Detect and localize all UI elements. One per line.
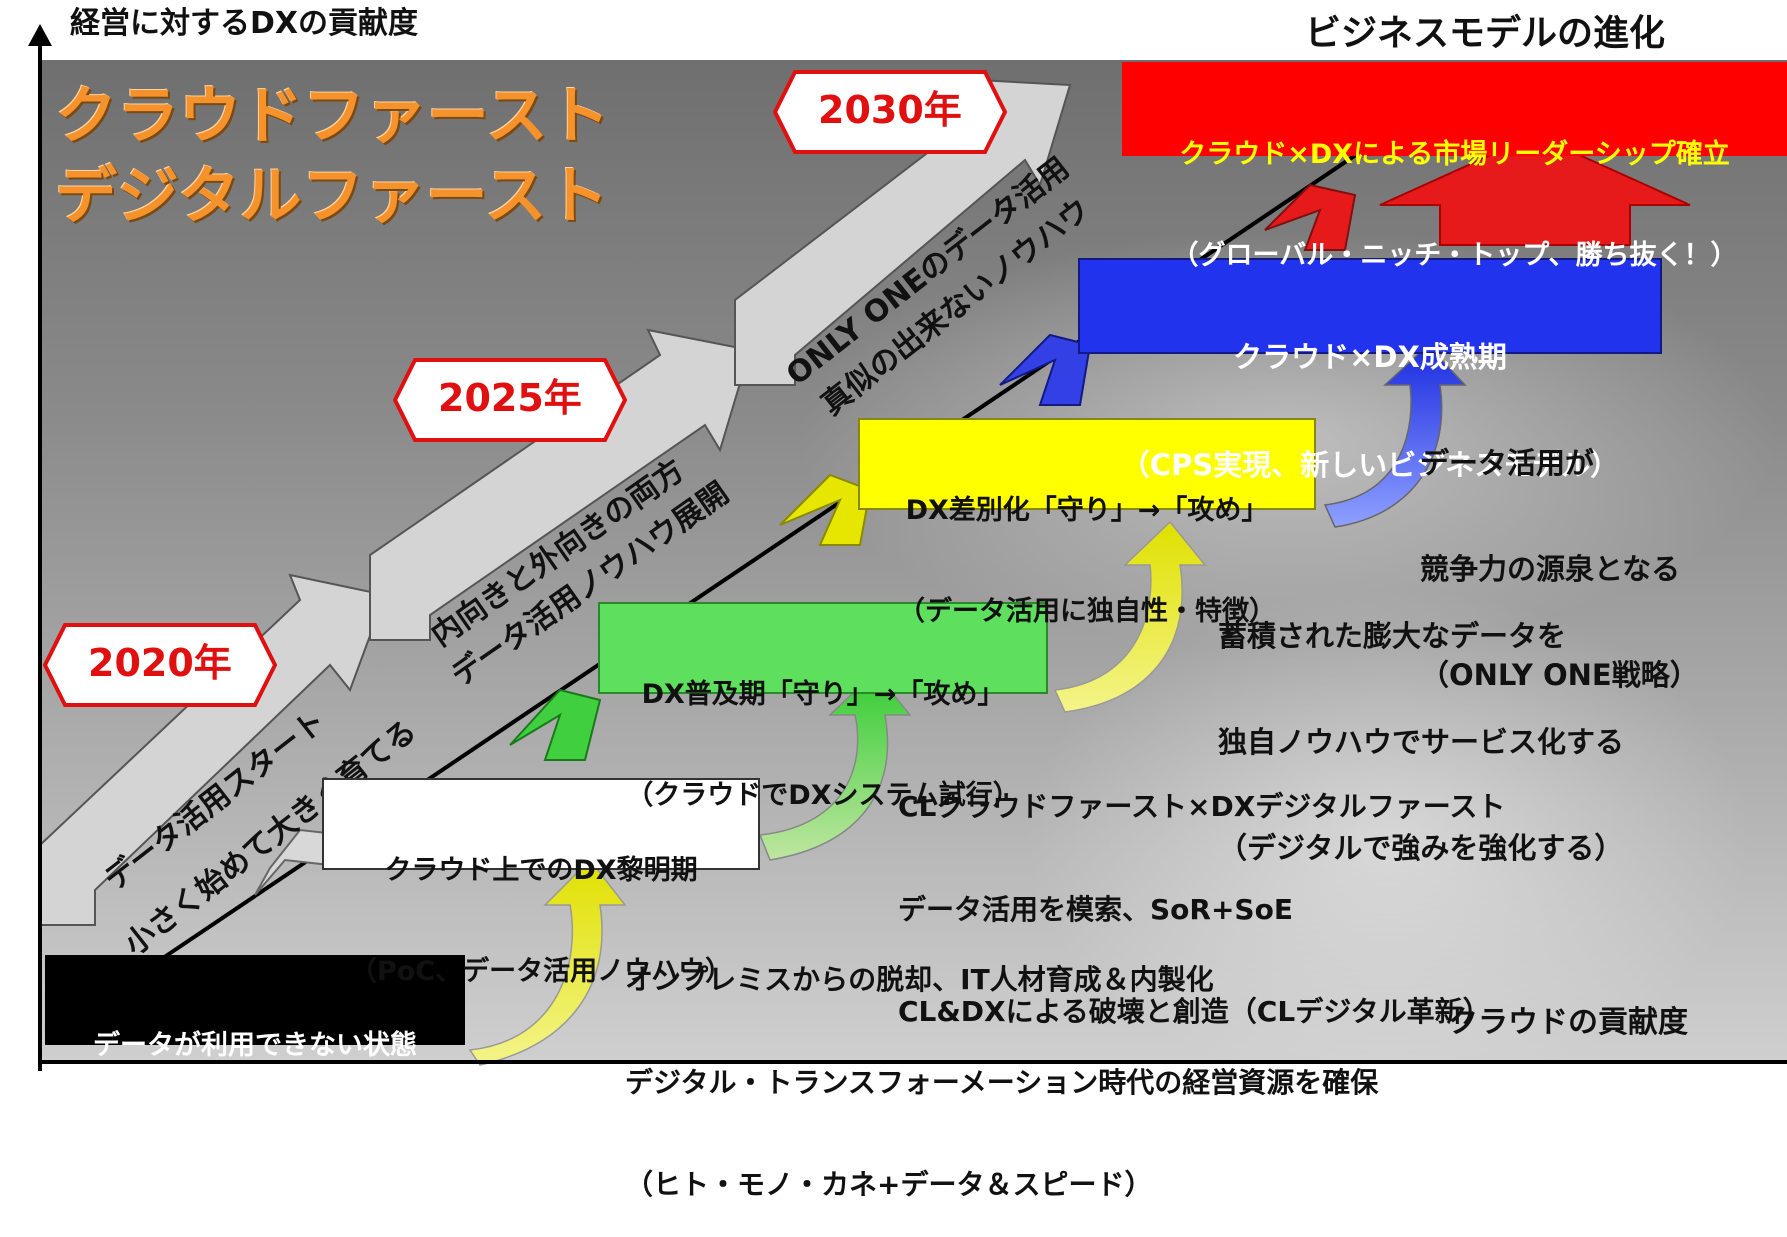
y-axis [38,40,42,1071]
year-badge-2030 [772,70,1008,154]
stage-maturity-line1: クラウド×DX成熟期 [1233,339,1507,374]
stage-differentiation: DX差別化「守り」→「攻め」 （データ活用に独自性・特徴） [858,418,1316,627]
note-1-line3: （ヒト・モノ・カネ+データ＆スピード） [625,1168,1153,1202]
note-3: 蓄積された膨大なデータを 独自ノウハウでサービス化する （デジタルで強みを強化す… [1218,548,1624,902]
stage-market-leader: クラウド×DXによる市場リーダーシップ確立 （グローバル・ニッチ・トップ、勝ち抜… [1122,62,1787,271]
note-4-line1: データ活用が [1420,445,1595,480]
chevron-green [509,688,602,761]
diagonal-arrow-3 [734,78,1072,386]
stage-dawn-line2: （PoC、データ活用ノウハウ） [349,955,733,987]
stage-differentiation-line2: （データ活用に独自性・特徴） [898,595,1276,627]
stage-market-leader-line2: （グローバル・ニッチ・トップ、勝ち抜く！） [1171,239,1738,271]
curved-arrow-yellow-1 [468,858,627,1066]
chevron-yellow [779,473,872,546]
y-axis-label: 経営に対するDXの貢献度 [70,6,419,41]
curved-arrow-blue [1323,343,1467,528]
evolution-label: ビジネスモデルの進化 [1305,13,1666,54]
chevron-blue [999,333,1092,406]
note-2-line3: CL&DXによる破壊と創造（CLデジタル革新） [898,995,1491,1029]
headline-line2: デジタルファースト [55,159,609,232]
year-badge-2025 [392,358,628,442]
stage-market-leader-line1: クラウド×DXによる市場リーダーシップ確立 [1179,138,1730,170]
stage-before-cloud-line1: データが利用できない状態 [93,1029,417,1061]
diagram-graphics [39,70,1691,1066]
headline-line1: クラウドファースト [55,79,610,152]
note-3-line3: （デジタルで強みを強化する） [1218,831,1624,865]
note-2-line1: CLクラウドファースト×DXデジタルファースト [898,790,1506,824]
stage-spread: DX普及期「守り」→「攻め」 （クラウドでDXシステム試行） [598,602,1048,811]
stage-differentiation-line1: DX差別化「守り」→「攻め」 [905,494,1269,526]
stage-dawn: クラウド上でのDX黎明期 （PoC、データ活用ノウハウ） [322,778,760,987]
year-badge-2020 [42,623,278,707]
year-2025: 2025年 [438,376,582,420]
chevron-red [1264,183,1357,251]
stage-maturity: クラウド×DX成熟期 （CPS実現、新しいビジネスモデル） [1078,258,1662,482]
year-2030: 2030年 [818,88,962,132]
x-axis [38,1060,1787,1064]
note-3-line2: 独自ノウハウでサービス化する [1218,724,1625,759]
note-2-line2: データ活用を模索、SoR+SoE [898,892,1293,926]
x-axis-label: クラウドの貢献度 [1448,1005,1688,1040]
diagonal-arrow-1 [39,573,387,926]
note-4-line3: （ONLY ONE戦略） [1420,658,1699,692]
stage-spread-line2: （クラウドでDXシステム試行） [626,779,1020,811]
note-2: CLクラウドファースト×DXデジタルファースト データ活用を模索、SoR+SoE… [898,722,1505,1064]
note-1-line1: オンプレミスからの脱却、IT人材育成＆内製化 [625,963,1214,997]
curved-arrow-green [758,670,912,861]
note-3-line1: 蓄積された膨大なデータを [1218,618,1567,653]
diagonal-arrow-2 [369,328,752,641]
stage-dawn-line1: クラウド上でのDX黎明期 [384,854,698,886]
stage-maturity-line2: （CPS実現、新しいビジネスモデル） [1120,448,1620,483]
year-2020: 2020年 [88,641,232,685]
y-axis-arrowhead [28,24,52,46]
note-4-line2: 競争力の源泉となる [1420,551,1681,586]
curved-arrow-yellow-2 [1053,520,1207,713]
note-4: データ活用が 競争力の源泉となる （ONLY ONE戦略） [1420,375,1699,729]
stage-spread-line1: DX普及期「守り」→「攻め」 [641,678,1005,710]
stage-before-cloud-line2: （ビフォークラウド時代） [93,1130,417,1162]
